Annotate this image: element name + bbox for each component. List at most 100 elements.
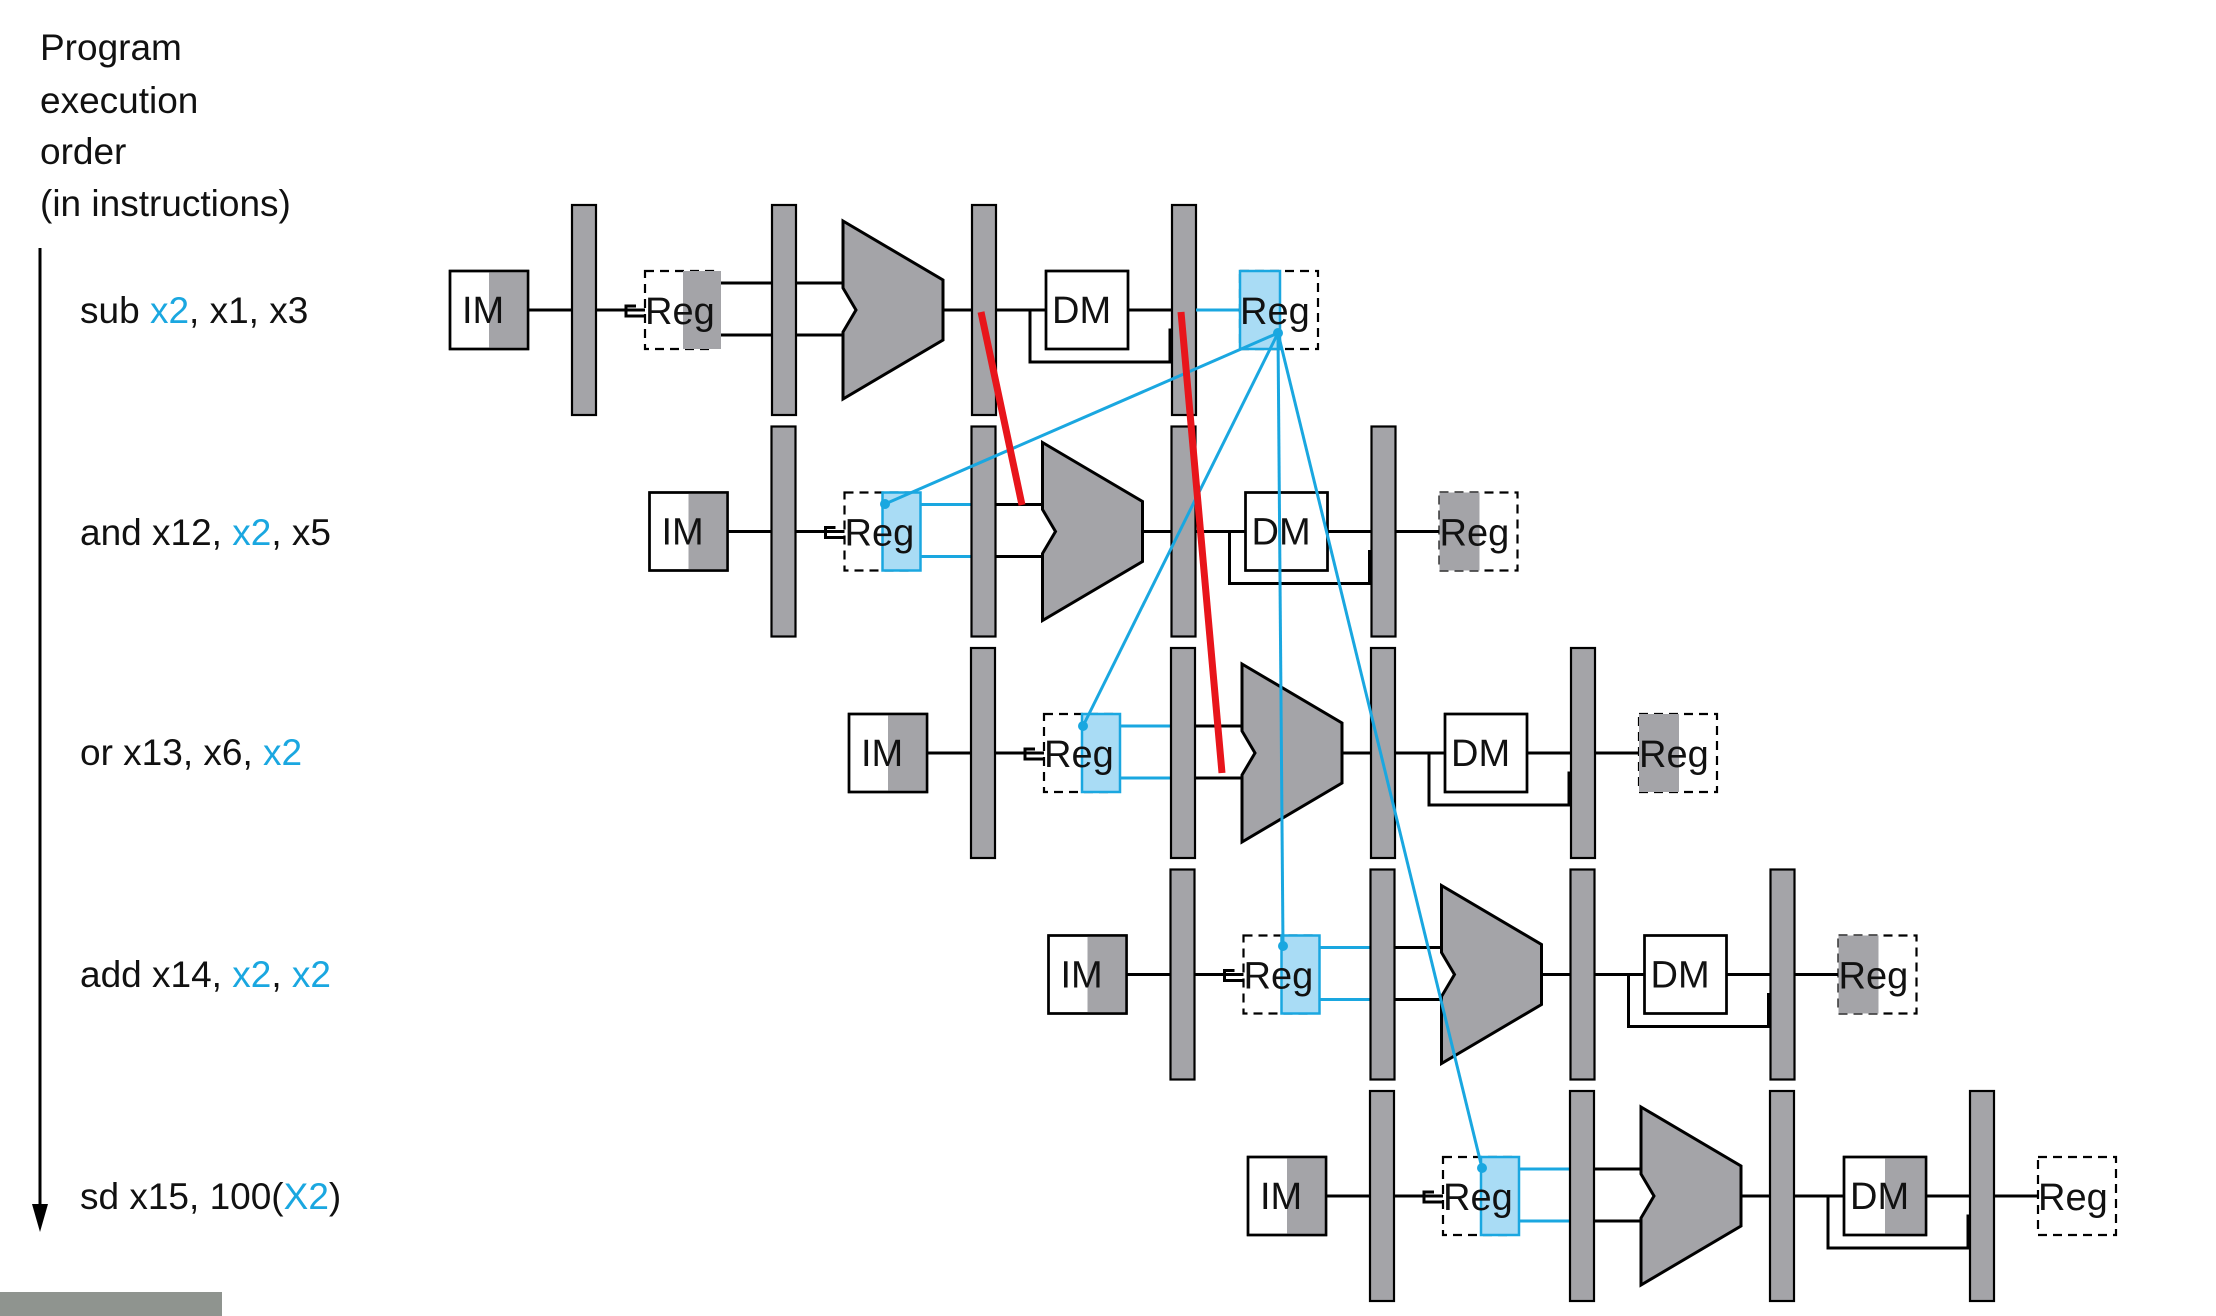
register-file-read-label: Reg xyxy=(1443,1177,1513,1219)
register-file-read-label: Reg xyxy=(1044,734,1114,776)
pipeline-register-mem-wb xyxy=(1769,868,1796,1081)
instruction-memory-shade xyxy=(489,272,527,348)
axis-label-line-1: Program xyxy=(40,27,182,68)
clock-notch xyxy=(824,526,845,539)
register-file-read-highlight xyxy=(1479,1155,1521,1237)
pipeline-register-ex-mem xyxy=(1369,646,1397,860)
instruction-memory-label: IM xyxy=(1061,955,1103,997)
register-file-read-shade xyxy=(1082,714,1120,792)
alu-shape-icon xyxy=(841,218,945,402)
instruction-memory-shade xyxy=(688,493,727,570)
pipeline-register-ex-mem xyxy=(1768,1089,1796,1303)
axis-label-line-4: (in instructions) xyxy=(40,183,291,224)
dependency-dot xyxy=(880,499,890,509)
pipeline-register-if-id xyxy=(969,646,997,860)
highlighted-register: x2 xyxy=(292,954,331,995)
dependency-line xyxy=(1276,332,1484,1169)
hazard-lines xyxy=(880,311,1487,1173)
dependency-line xyxy=(1276,332,1285,947)
instruction-label: and x12, x2, x5 xyxy=(80,512,331,553)
register-file-read-highlight xyxy=(1280,934,1321,1015)
register-file-write-label: Reg xyxy=(2038,1177,2108,1219)
pipeline-row: IM Reg DM Reg xyxy=(847,646,1719,860)
axis-label-line-2: execution xyxy=(40,80,198,121)
instruction-memory-shade xyxy=(1287,1158,1325,1234)
highlighted-register: x2 xyxy=(232,954,271,995)
dependency-source-dot xyxy=(1273,328,1283,338)
instruction-memory-shade xyxy=(1087,936,1126,1013)
instruction-memory-label: IM xyxy=(462,290,504,332)
highlighted-register: X2 xyxy=(284,1176,329,1217)
register-file-write-shade xyxy=(1639,714,1679,792)
data-memory-label: DM xyxy=(1451,733,1510,775)
pipeline-register-id-ex xyxy=(1568,1089,1596,1303)
instruction-label: sub x2, x1, x3 xyxy=(80,290,308,331)
footer-bar xyxy=(0,1292,222,1316)
down-arrow-icon xyxy=(32,248,48,1232)
highlighted-register: x2 xyxy=(150,290,189,331)
register-file-write xyxy=(2036,1155,2118,1237)
instruction-text: , x5 xyxy=(271,512,331,553)
pipeline-register-ex-mem xyxy=(1569,868,1596,1081)
register-file-write-label: Reg xyxy=(1639,734,1709,776)
pipeline-register-id-ex xyxy=(770,203,798,417)
pipeline-register-id-ex xyxy=(1369,868,1396,1081)
register-file-write-highlight xyxy=(1238,269,1282,351)
pipeline-register-if-id xyxy=(1368,1089,1396,1303)
clock-notch xyxy=(1223,969,1244,982)
pipeline-register-if-id xyxy=(770,425,797,638)
instruction-memory-label: IM xyxy=(1260,1176,1302,1218)
register-file-read-highlight xyxy=(1080,712,1122,794)
instruction-text: , x1, x3 xyxy=(189,290,308,331)
pipeline-register-if-id xyxy=(1169,868,1196,1081)
instruction-label: sd x15, 100(X2) xyxy=(80,1176,341,1217)
highlighted-register: x2 xyxy=(263,732,302,773)
instruction-text: sd x15, 100( xyxy=(80,1176,284,1217)
clock-notch xyxy=(1422,1190,1443,1204)
pipeline-register-ex-mem xyxy=(970,203,998,417)
dependency-dot xyxy=(1078,721,1088,731)
instruction-label: or x13, x6, x2 xyxy=(80,732,302,773)
register-file-write-shade xyxy=(1838,935,1879,1014)
clock-notch xyxy=(624,304,645,318)
instruction-text: and x12, xyxy=(80,512,232,553)
register-file-write-label: Reg xyxy=(1839,956,1909,998)
hazard-line xyxy=(977,311,1026,506)
axis-label-line-3: order xyxy=(40,131,126,172)
clock-notch xyxy=(1023,747,1044,761)
pipeline-register-mem-wb xyxy=(1968,1089,1996,1303)
pipeline-register-mem-wb xyxy=(1370,425,1397,638)
instruction-text: , xyxy=(271,954,292,995)
instruction-text: ) xyxy=(329,1176,341,1217)
execution-order-axis: Program execution order (in instructions… xyxy=(32,27,291,1232)
register-file-read-label: Reg xyxy=(1244,956,1314,998)
register-file-read-highlight xyxy=(881,491,922,572)
instruction-text: or x13, x6, xyxy=(80,732,263,773)
pipeline-register-mem-wb xyxy=(1569,646,1597,860)
instruction-memory-shade xyxy=(888,715,926,791)
register-file-read-shade xyxy=(1481,1157,1519,1235)
alu-shape-icon xyxy=(1639,1104,1743,1288)
register-file-write-shade xyxy=(1439,492,1480,571)
register-file-read-label: Reg xyxy=(645,291,715,333)
instruction-memory-label: IM xyxy=(662,512,704,554)
alu-shape-icon xyxy=(1240,661,1344,845)
register-file-write-label: Reg xyxy=(1440,513,1510,555)
instruction-memory-label: IM xyxy=(861,733,903,775)
instruction-text: sub xyxy=(80,290,150,331)
pipeline-register-id-ex xyxy=(1169,646,1197,860)
register-file-read-label: Reg xyxy=(845,513,915,555)
data-memory-shade xyxy=(1885,1158,1925,1234)
instruction-text: add x14, xyxy=(80,954,232,995)
pipeline-register-if-id xyxy=(570,203,598,417)
highlighted-register: x2 xyxy=(232,512,271,553)
instruction-label: add x14, x2, x2 xyxy=(80,954,331,995)
data-memory-label: DM xyxy=(1052,290,1111,332)
dependency-dot xyxy=(1278,941,1288,951)
dependency-dot xyxy=(1477,1163,1487,1173)
